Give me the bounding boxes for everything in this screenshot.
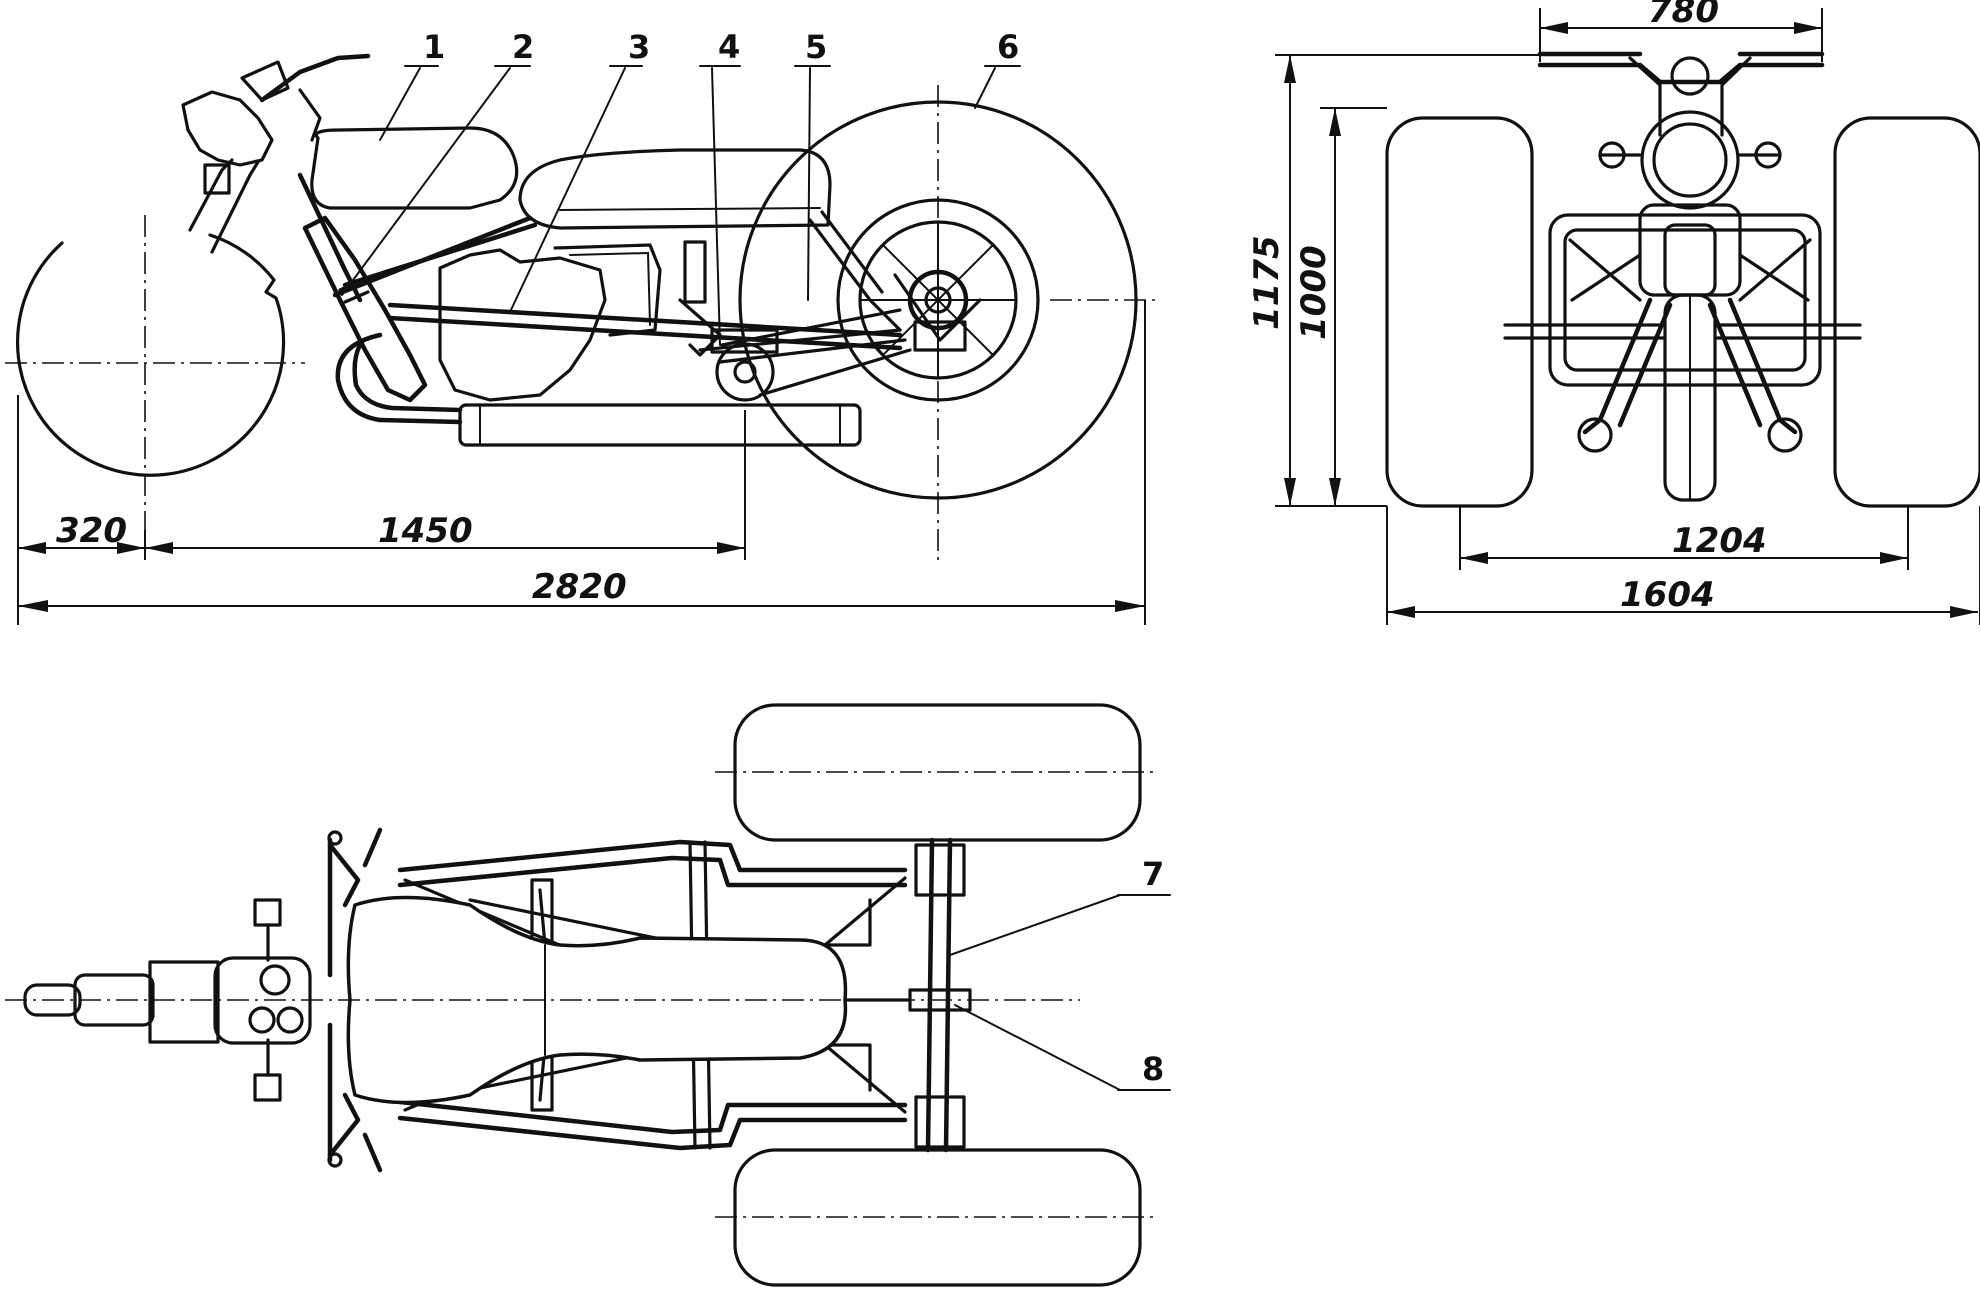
dim-front-to-mid: 1450 (378, 511, 473, 551)
side-seat (518, 148, 832, 230)
top-view: 7 8 (5, 703, 1171, 1287)
label-part-5: 5 (805, 28, 827, 66)
label-part-8: 8 (1142, 1050, 1164, 1088)
side-part-leaders (341, 65, 1021, 346)
dim-handlebar-width: 780 (1648, 0, 1719, 31)
front-headlamp (1598, 110, 1782, 210)
label-part-1: 1 (423, 28, 445, 66)
top-rear-wheel-upper (715, 703, 1155, 842)
side-front-fork (188, 158, 260, 254)
top-rear-wheel-lower (715, 1148, 1155, 1287)
dim-height-inner: 1000 (1294, 245, 1334, 340)
top-part-leaders (949, 894, 1171, 1091)
front-fork (1638, 203, 1742, 502)
side-headlamp (181, 53, 371, 167)
dim-overall-width: 1604 (1620, 575, 1715, 615)
top-frame (397, 839, 912, 1151)
label-part-2: 2 (512, 28, 534, 66)
side-exhaust (335, 332, 862, 447)
side-front-damper (302, 215, 428, 403)
front-right-wheel (1833, 116, 1980, 508)
top-front-end (5, 956, 1080, 1045)
top-handlebar (253, 827, 383, 1173)
front-left-wheel (1385, 116, 1534, 508)
front-subframe (1503, 213, 1862, 387)
side-dimensions (17, 300, 1146, 625)
front-shock-absorbers (1577, 297, 1803, 453)
side-view: 1 2 3 4 5 6 320 1450 2820 (5, 28, 1160, 625)
front-handlebar (1537, 51, 1825, 137)
label-part-6: 6 (997, 28, 1019, 66)
side-swingarm (678, 240, 912, 402)
front-dimensions (1275, 8, 1980, 625)
side-front-wheel (5, 215, 305, 530)
dim-front-overhang: 320 (56, 511, 127, 551)
label-part-3: 3 (628, 28, 650, 66)
dim-overall-height: 1175 (1247, 235, 1287, 330)
dim-overall-length: 2820 (532, 567, 627, 607)
label-part-4: 4 (718, 28, 740, 66)
side-rear-wheel (738, 85, 1160, 560)
front-view: 780 1175 1000 1204 1604 (1247, 0, 1980, 625)
top-rear-axle (908, 837, 972, 1153)
label-part-7: 7 (1142, 855, 1164, 893)
side-frame (297, 172, 907, 364)
side-engine (438, 243, 662, 402)
side-fuel-tank (310, 126, 519, 210)
dim-track-inner: 1204 (1672, 521, 1767, 561)
